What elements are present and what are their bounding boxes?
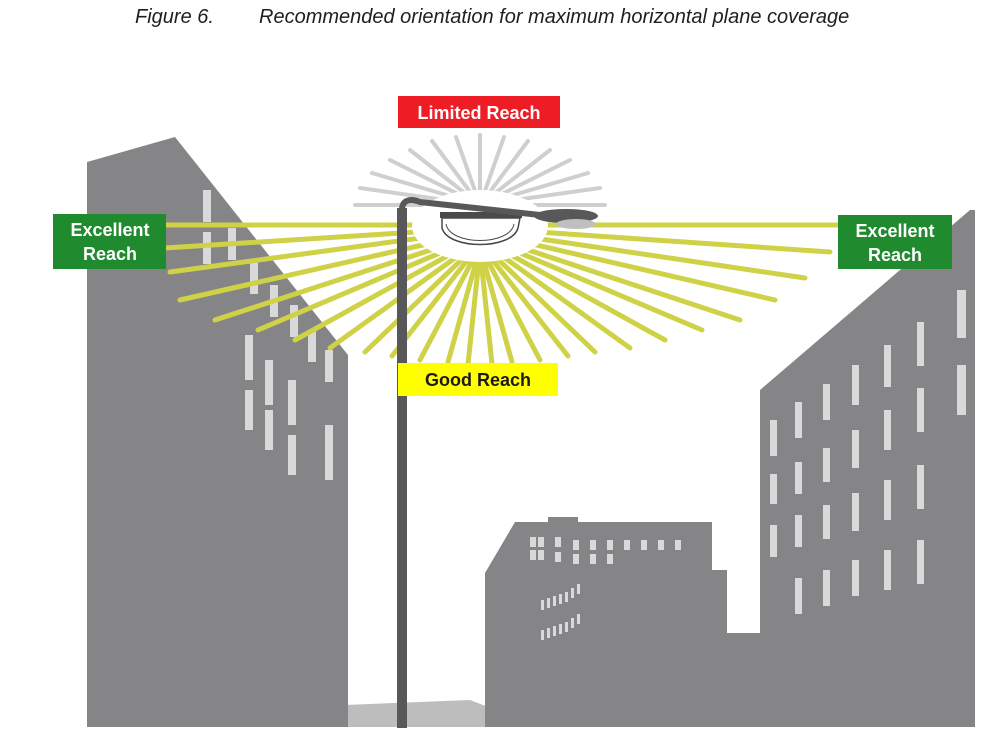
left-building-windows: [203, 190, 333, 480]
excellent-reach-right-label: Excellent Reach: [838, 215, 952, 269]
middle-building-windows: [530, 537, 681, 640]
limited-reach-label: Limited Reach: [398, 96, 560, 128]
excellent-reach-left-line1: Excellent: [70, 220, 149, 240]
middle-building: [485, 517, 765, 727]
figure-title: Recommended orientation for maximum hori…: [259, 6, 850, 28]
excellent-reach-right-line1: Excellent: [855, 221, 934, 241]
excellent-reach-left-line2: Reach: [83, 244, 137, 264]
left-building: [87, 137, 348, 727]
good-reach-label: Good Reach: [398, 363, 558, 396]
street-lamp-pole: [397, 197, 598, 728]
excellent-reach-right-line2: Reach: [868, 245, 922, 265]
figure-caption: Figure 6. Recommended orientation for ma…: [0, 6, 999, 34]
limited-reach-text: Limited Reach: [417, 103, 540, 123]
lamp-fixture-icon: [440, 212, 522, 246]
excellent-reach-left-label: Excellent Reach: [53, 214, 166, 269]
good-reach-text: Good Reach: [425, 370, 531, 390]
right-building: [760, 210, 975, 727]
right-building-windows: [770, 290, 966, 614]
figure-number: Figure 6.: [135, 6, 214, 28]
